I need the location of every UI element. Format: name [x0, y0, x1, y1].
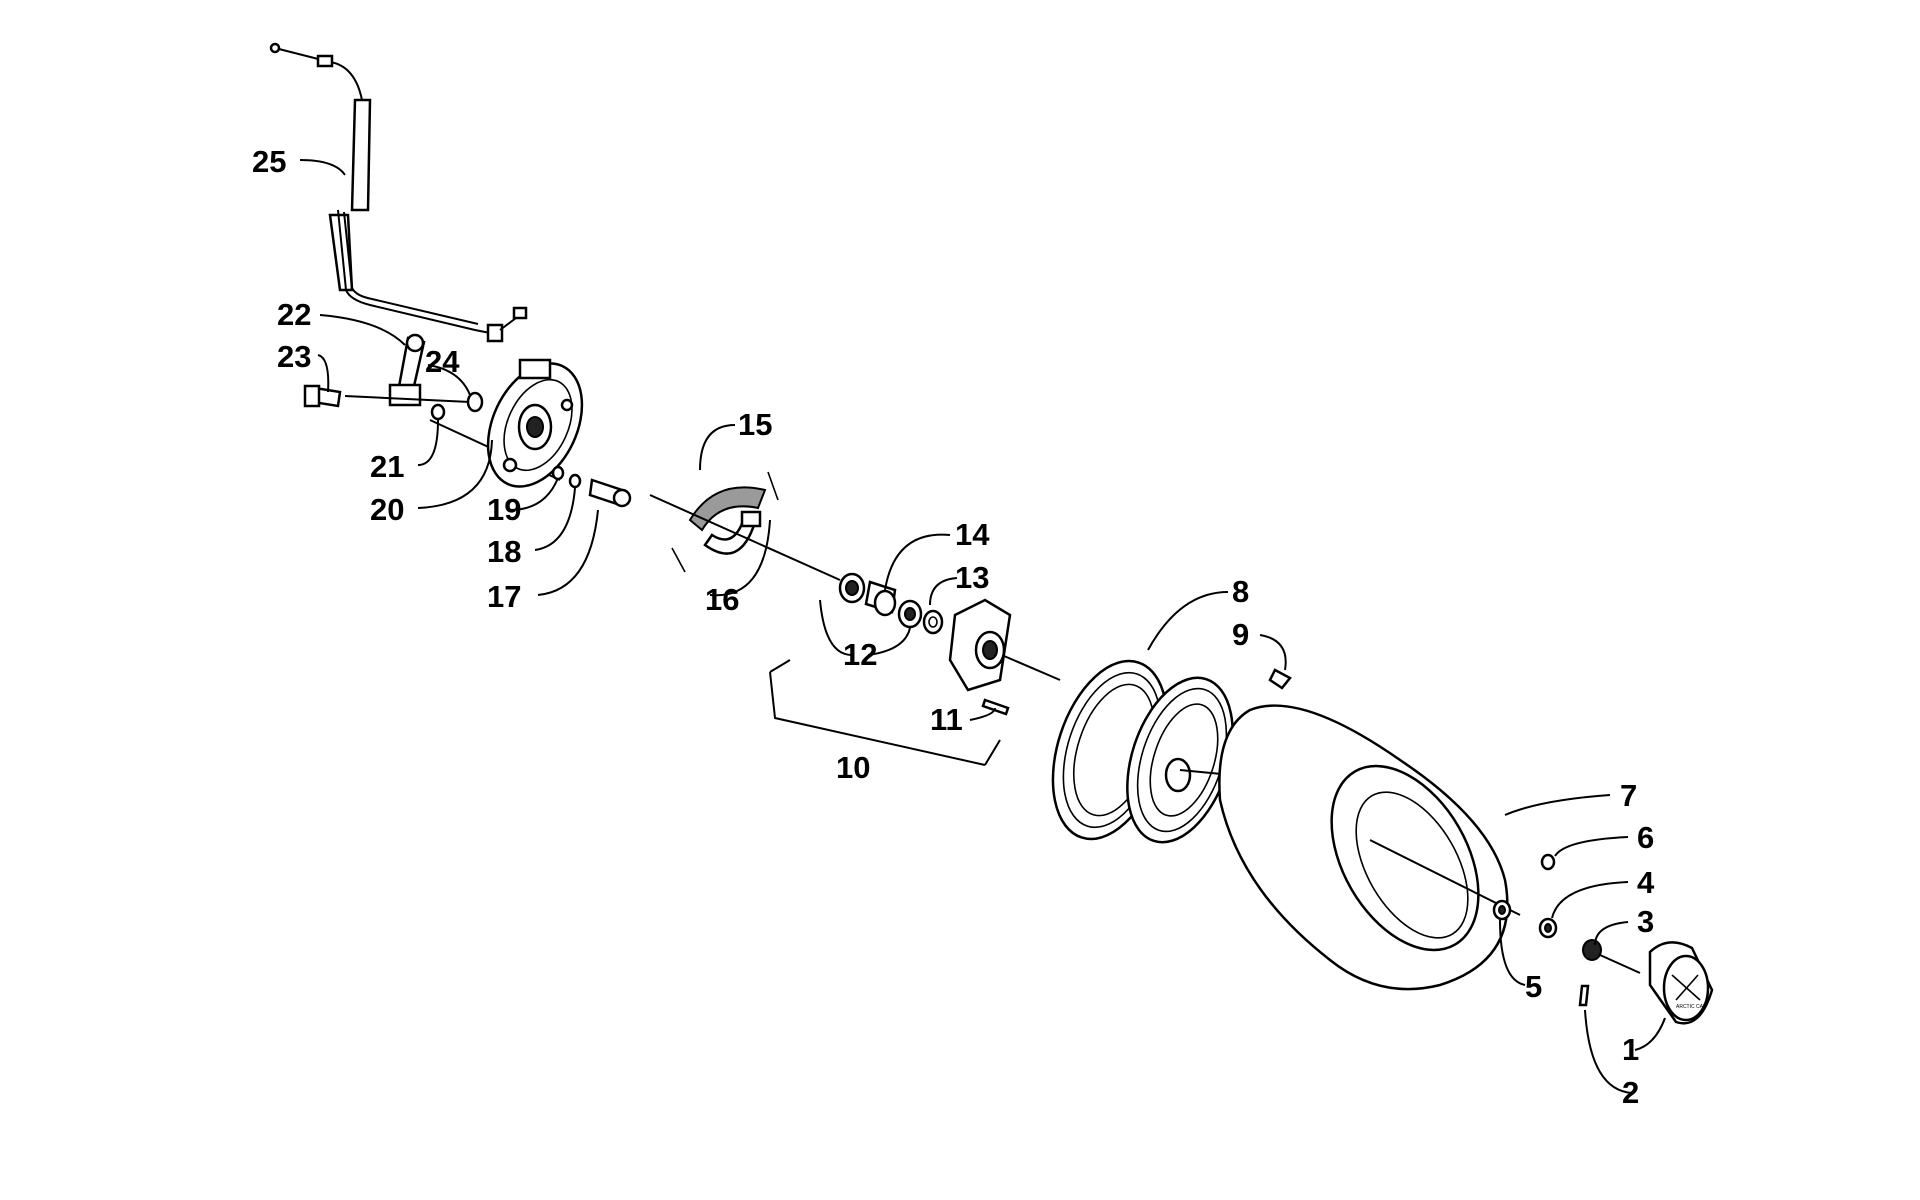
- brake-lever-group: [303, 333, 561, 481]
- callout-11: 11: [930, 702, 963, 737]
- callout-2: 2: [1622, 1075, 1639, 1110]
- callout-14: 14: [955, 517, 990, 552]
- callout-10: 10: [836, 750, 870, 785]
- wheel-rim: [1051, 659, 1292, 844]
- callout-16: 16: [705, 582, 739, 617]
- callout-9: 9: [1232, 617, 1249, 652]
- callout-22: 22: [277, 297, 311, 332]
- brake-backing-plate: [486, 358, 632, 508]
- callout-7: 7: [1620, 778, 1637, 813]
- callout-18: 18: [487, 534, 521, 569]
- callout-12: 12: [843, 637, 877, 672]
- callout-6: 6: [1637, 820, 1654, 855]
- brake-cable-assembly: [269, 42, 528, 343]
- wheel-hub: [948, 598, 1061, 716]
- callout-21: 21: [370, 449, 404, 484]
- callout-23: 23: [277, 339, 311, 374]
- leader-lines: [299, 159, 1666, 1094]
- callout-20: 20: [370, 492, 404, 527]
- callout-25: 25: [252, 144, 286, 179]
- callout-8: 8: [1232, 574, 1249, 609]
- callout-1: 1: [1622, 1032, 1639, 1067]
- hub-cap: ARCTIC CAT: [1648, 941, 1714, 1025]
- callout-17: 17: [487, 579, 521, 614]
- callout-5: 5: [1525, 969, 1542, 1004]
- callout-19: 19: [487, 492, 521, 527]
- hub-cap-logo-text: ARCTIC CAT: [1676, 1004, 1706, 1010]
- brake-shoes: [649, 471, 841, 581]
- callout-24: 24: [425, 344, 460, 379]
- callout-3: 3: [1637, 904, 1654, 939]
- bearings-spacer-seal: [838, 572, 944, 635]
- axle-hardware: [1492, 853, 1641, 1007]
- callout-4: 4: [1637, 865, 1655, 900]
- callout-13: 13: [955, 560, 989, 595]
- callout-labels: 1 2 3 4 5 6 7 8 9 10 11 12 13 14 15 16 1…: [252, 144, 1655, 1110]
- callout-15: 15: [738, 407, 772, 442]
- tire: [1218, 704, 1521, 991]
